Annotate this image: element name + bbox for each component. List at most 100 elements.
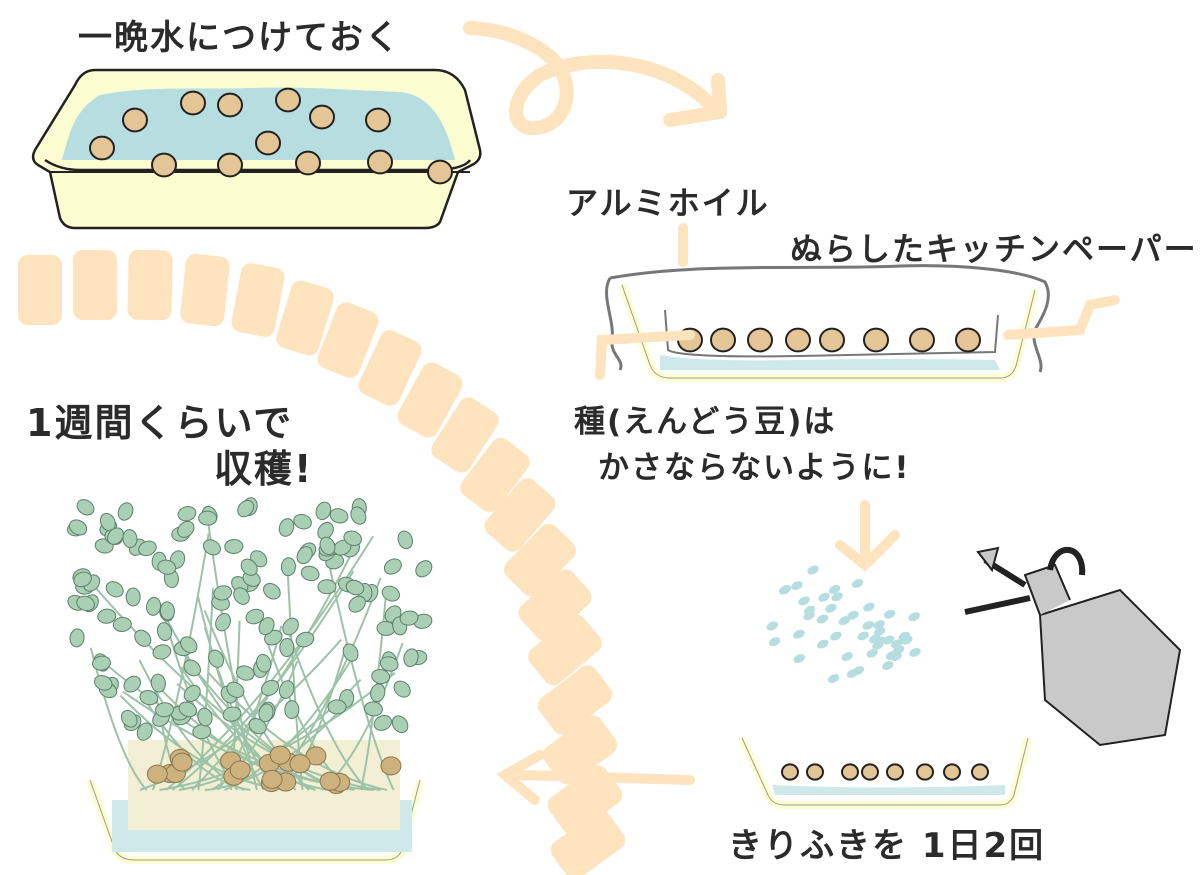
leaf xyxy=(201,537,224,558)
curved-arrow-icon xyxy=(470,28,720,128)
seed-icon xyxy=(711,329,735,352)
cover-seeds xyxy=(678,329,980,352)
leaf xyxy=(277,517,296,539)
leaf xyxy=(74,496,97,518)
arc-block xyxy=(179,253,230,327)
seed-icon xyxy=(972,764,988,779)
leaf xyxy=(145,596,162,616)
drop xyxy=(881,659,895,671)
seed-icon xyxy=(887,764,903,779)
leaf xyxy=(329,507,350,525)
drop xyxy=(826,672,840,684)
seed-icon xyxy=(152,154,176,177)
pointer-lines xyxy=(505,228,1115,800)
seed-icon xyxy=(218,94,242,117)
arc-block xyxy=(18,255,62,325)
seed-icon xyxy=(748,329,772,352)
leaf xyxy=(413,557,436,580)
seed-icon xyxy=(782,764,798,779)
leaf xyxy=(280,638,294,656)
seed-icon xyxy=(862,764,878,779)
seed-icon xyxy=(864,329,888,352)
drop xyxy=(862,601,876,613)
leaf xyxy=(115,500,135,522)
leaf xyxy=(369,682,387,703)
seed-icon xyxy=(368,151,392,174)
drop xyxy=(907,611,921,623)
leaf xyxy=(260,580,283,602)
leaf xyxy=(103,579,126,600)
leaf xyxy=(225,539,244,554)
drop xyxy=(861,619,875,631)
drop xyxy=(908,646,922,658)
seed-icon xyxy=(366,109,390,132)
seed-icon xyxy=(917,764,933,779)
leaf xyxy=(150,673,167,693)
seed-icon xyxy=(944,764,960,779)
pea xyxy=(147,765,167,783)
drop xyxy=(792,652,806,664)
leaf xyxy=(126,588,140,606)
drop xyxy=(816,638,830,650)
seed-note-line2: かさならないように! xyxy=(598,442,911,487)
seed-note-line1: 種(えんどう豆)は xyxy=(574,396,836,441)
leaf xyxy=(113,617,132,633)
leaf xyxy=(340,641,361,663)
pea xyxy=(230,761,250,779)
leaf xyxy=(300,564,321,583)
seed-icon xyxy=(123,109,147,132)
leaf xyxy=(213,611,233,633)
paper-label: ぬらしたキッチンペーパー xyxy=(790,224,1198,270)
pea xyxy=(320,772,340,790)
leaf xyxy=(318,580,336,594)
drop xyxy=(856,630,870,642)
leaf xyxy=(389,713,411,736)
drop xyxy=(829,630,843,642)
step-soak-label: 一晩水につけておく xyxy=(78,10,401,59)
leaf xyxy=(328,700,346,714)
leaf xyxy=(181,682,204,705)
spray-bottle-icon xyxy=(965,548,1180,745)
leaf xyxy=(382,556,405,577)
seed-icon xyxy=(842,764,858,779)
seed-icon xyxy=(956,329,980,352)
seed-icon xyxy=(820,329,844,352)
leaf xyxy=(280,615,302,638)
drop xyxy=(790,579,804,591)
leaf xyxy=(391,678,414,701)
seed-icon xyxy=(276,89,300,112)
pea xyxy=(381,757,401,775)
leaf xyxy=(380,583,402,604)
drop xyxy=(840,650,854,662)
leaf xyxy=(192,724,211,739)
pea xyxy=(270,746,290,764)
seed-icon xyxy=(428,161,452,184)
drop xyxy=(765,620,779,632)
drop xyxy=(817,591,831,603)
leaf xyxy=(176,505,197,523)
spray-seeds xyxy=(782,764,988,779)
leaf xyxy=(285,700,299,718)
drop xyxy=(815,613,829,625)
foil-label: アルミホイル xyxy=(566,178,770,224)
leaf xyxy=(292,512,314,531)
seed-icon xyxy=(90,137,114,160)
harvest-label-line2: 収穫! xyxy=(214,438,313,493)
leaf xyxy=(314,500,334,522)
leaf xyxy=(281,557,296,576)
drop xyxy=(883,608,897,620)
arc-block xyxy=(127,250,172,321)
seed-icon xyxy=(910,329,934,352)
seed-icon xyxy=(296,152,320,175)
seed-icon xyxy=(256,132,280,155)
leaf xyxy=(396,529,415,551)
leaf xyxy=(69,628,85,648)
pea xyxy=(172,753,192,771)
seed-icon xyxy=(181,92,205,115)
drop xyxy=(824,602,838,614)
arc-block xyxy=(73,250,117,320)
spray-label: きりふきを 1日2回 xyxy=(728,818,1045,867)
spray-drops xyxy=(765,564,922,685)
pea xyxy=(262,770,282,788)
covered-tray-icon xyxy=(607,266,1049,378)
